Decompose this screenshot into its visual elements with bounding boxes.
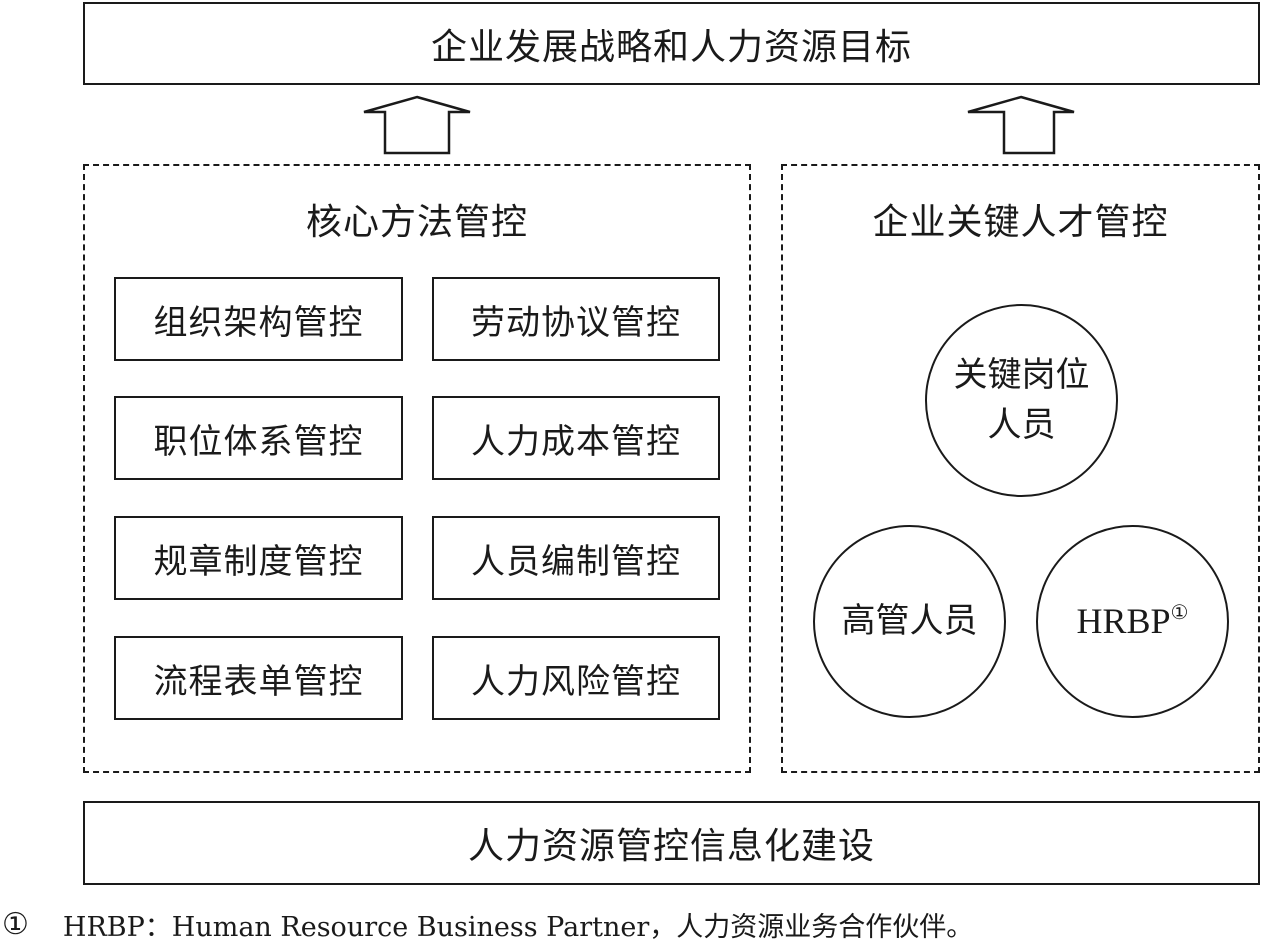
method-item: 人力成本管控: [432, 396, 720, 480]
method-item-label: 职位体系管控: [153, 421, 364, 462]
hrbp-circle: HRBP①: [1036, 525, 1229, 718]
strategy-goal-box: 企业发展战略和人力资源目标: [83, 2, 1260, 85]
method-item-label: 人力风险管控: [471, 661, 681, 702]
method-item: 人力风险管控: [432, 636, 720, 720]
strategy-goal-label: 企业发展战略和人力资源目标: [430, 26, 912, 68]
senior-management-circle: 高管人员: [813, 525, 1006, 718]
method-item: 人员编制管控: [432, 516, 720, 600]
method-item-label: 规章制度管控: [153, 541, 364, 582]
method-item: 组织架构管控: [114, 277, 403, 361]
key-talent-title: 企业关键人才管控: [872, 202, 1169, 243]
method-item: 规章制度管控: [114, 516, 403, 600]
method-item: 流程表单管控: [114, 636, 403, 720]
core-methods-title: 核心方法管控: [305, 202, 528, 243]
senior-management-label: 高管人员: [841, 600, 978, 641]
key-position-staff-line2: 人员: [987, 404, 1056, 445]
method-item: 劳动协议管控: [432, 277, 720, 361]
method-item-label: 劳动协议管控: [471, 302, 681, 343]
hrbp-text: HRBP: [1076, 601, 1171, 642]
footnote: ① HRBP：Human Resource Business Partner，人…: [2, 905, 973, 943]
key-position-staff-line1: 关键岗位: [953, 355, 1090, 396]
hr-informatization-box: 人力资源管控信息化建设: [83, 801, 1260, 885]
hrbp-label: HRBP①: [1077, 595, 1189, 647]
arrow-up-left-icon: [363, 95, 471, 155]
footnote-text: HRBP：Human Resource Business Partner，人力资…: [62, 911, 974, 943]
core-methods-panel: [83, 164, 751, 773]
method-item: 职位体系管控: [114, 396, 403, 480]
key-position-staff-circle: 关键岗位 人员: [925, 304, 1118, 497]
method-item-label: 流程表单管控: [153, 661, 364, 702]
arrow-up-right-icon: [967, 95, 1075, 155]
footnote-marker: ①: [2, 906, 29, 942]
method-item-label: 组织架构管控: [153, 302, 364, 343]
method-item-label: 人力成本管控: [471, 421, 681, 462]
method-item-label: 人员编制管控: [471, 541, 681, 582]
hr-informatization-label: 人力资源管控信息化建设: [467, 826, 875, 867]
hrbp-footnote-ref: ①: [1170, 602, 1189, 625]
key-talent-panel: [781, 164, 1260, 773]
